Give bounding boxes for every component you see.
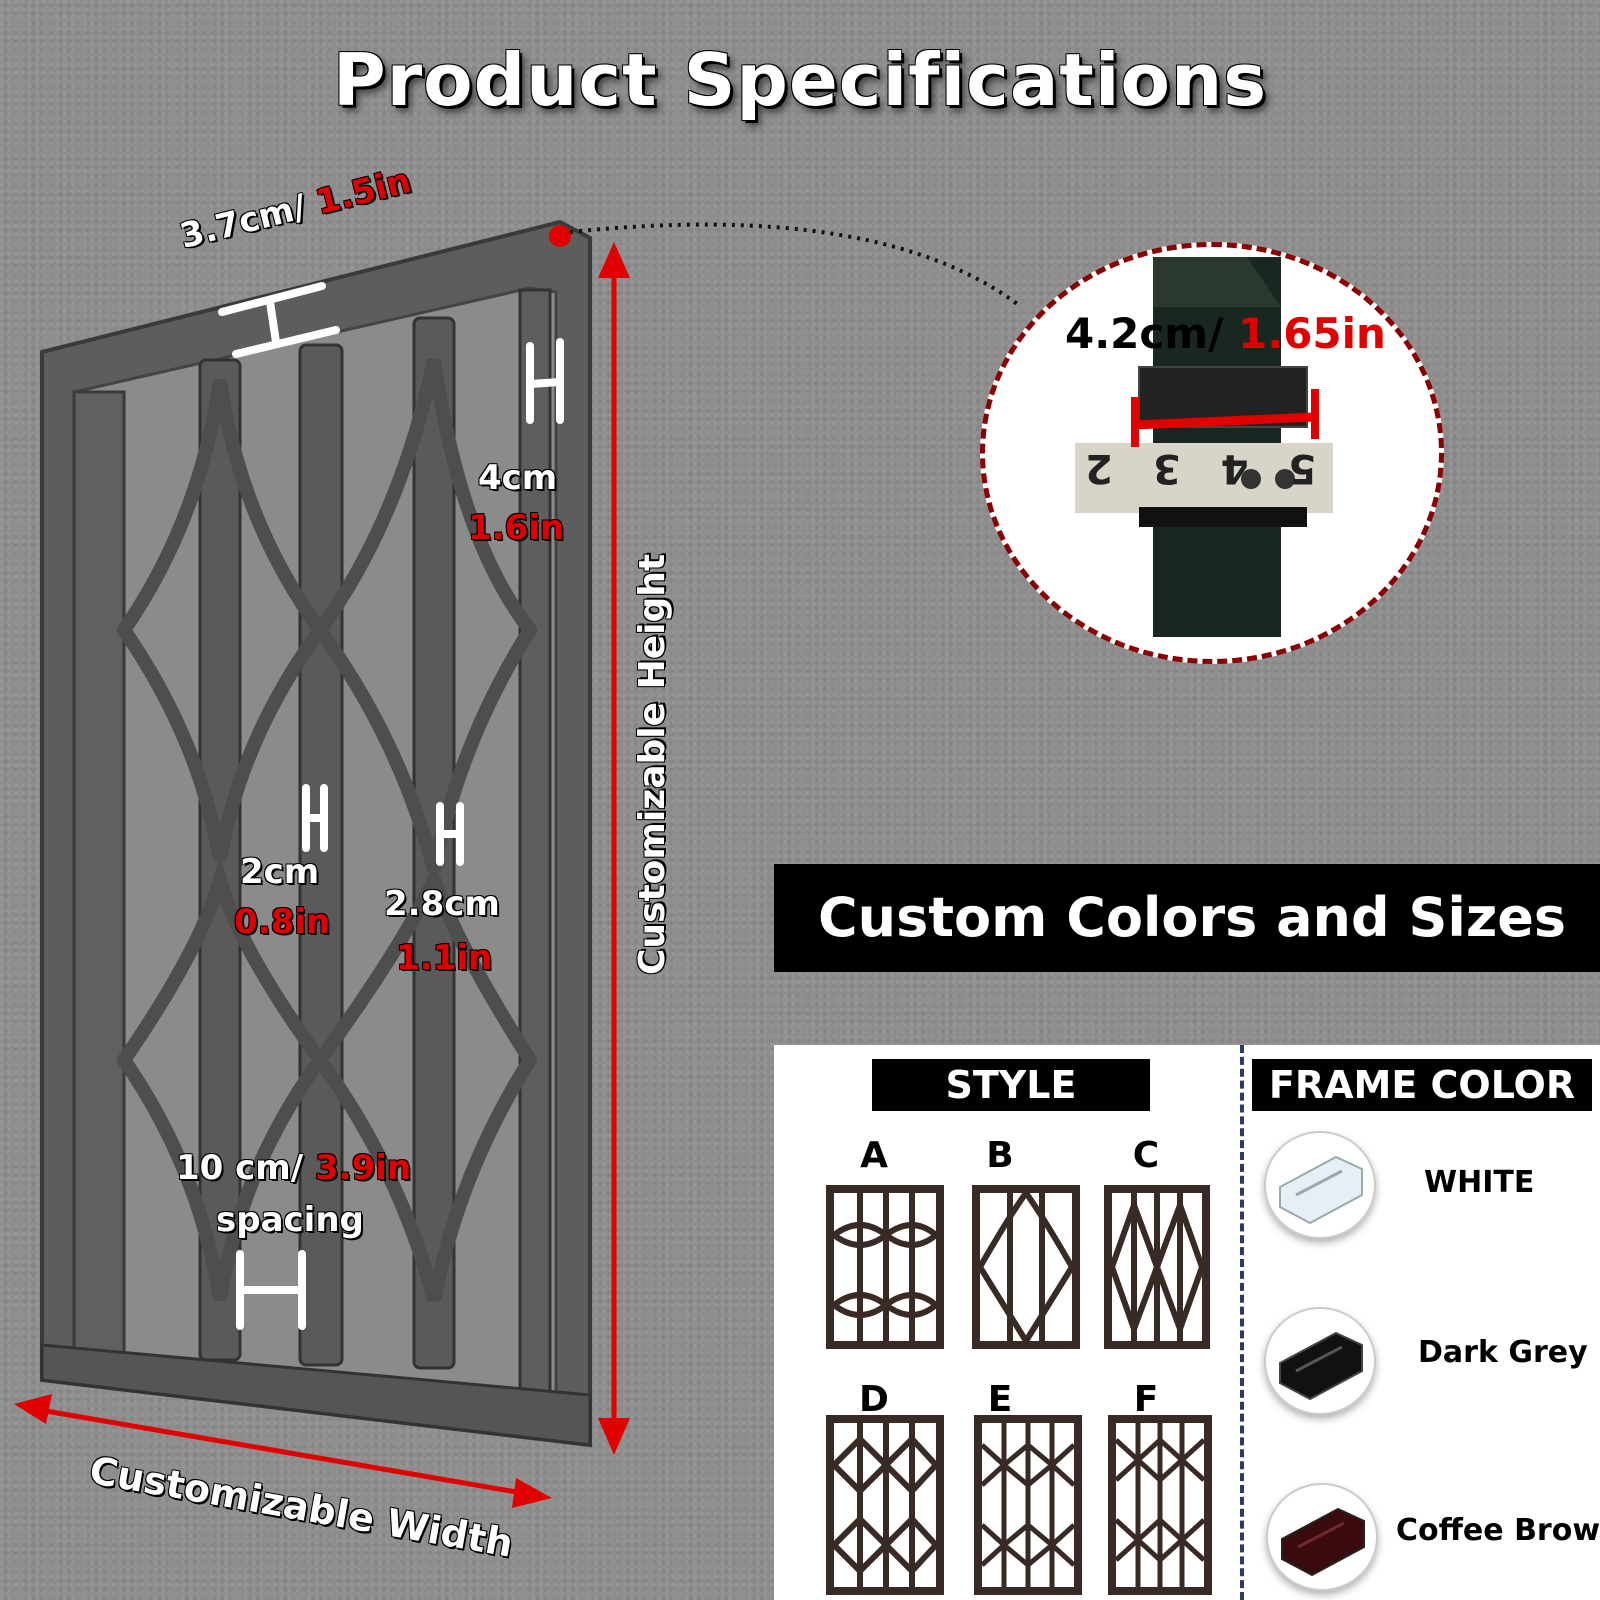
zoom-profile-graphic (1075, 257, 1333, 637)
options-panel: STYLE A B C D E F (774, 1045, 1600, 1600)
style-thumb-b (972, 1185, 1080, 1349)
spacing-word: spacing (216, 1200, 364, 1240)
panel-divider (1240, 1045, 1244, 1600)
zoom-dimension: 4.2cm/ 1.65in (1065, 309, 1386, 358)
side-frame-cm: 4cm (478, 458, 558, 498)
coffee-brown-profile-icon (1281, 1507, 1365, 1577)
customizable-height-label: Customizable Height (632, 553, 673, 975)
page-title: Product Specifications (332, 38, 1268, 122)
style-letter-a: A (860, 1135, 888, 1176)
style-letter-f: F (1133, 1379, 1159, 1420)
dark-grey-swatch (1264, 1307, 1376, 1415)
style-letter-e: E (987, 1379, 1013, 1420)
frame-color-header: FRAME COLOR (1252, 1059, 1592, 1111)
spacing-dimension: 10 cm/ 3.9in (176, 1148, 412, 1188)
style-thumb-c (1104, 1185, 1210, 1349)
coffee-brown-swatch (1266, 1483, 1378, 1591)
bar2-width-cm: 2.8cm (384, 884, 500, 924)
dark-grey-profile-icon (1279, 1331, 1363, 1401)
bar2-width-in: 1.1in (396, 938, 493, 978)
side-frame-in: 1.6in (468, 508, 565, 548)
style-letter-b: B (986, 1135, 1014, 1176)
style-letter-c: C (1132, 1135, 1160, 1176)
bar-width-cm: 2cm (240, 852, 320, 892)
color-name-dark-grey: Dark Grey (1418, 1335, 1588, 1370)
white-swatch (1264, 1131, 1376, 1239)
tape-measure-numbers: 5 4 3 2 (1085, 445, 1317, 491)
zoom-detail-circle: 5 4 3 2 4.2cm/ 1.65in (980, 242, 1444, 664)
custom-colors-banner: Custom Colors and Sizes (774, 864, 1600, 972)
style-letter-d: D (859, 1379, 889, 1420)
color-name-coffee-brown: Coffee Brown (1396, 1513, 1600, 1548)
style-thumb-d (826, 1415, 944, 1595)
white-profile-icon (1279, 1155, 1363, 1225)
style-thumbnails (774, 1045, 1240, 1600)
style-thumb-a (826, 1185, 944, 1349)
style-thumb-f (1108, 1415, 1212, 1595)
style-header: STYLE (872, 1059, 1150, 1111)
color-name-white: WHITE (1424, 1165, 1535, 1200)
style-thumb-e (974, 1415, 1082, 1595)
bar-width-in: 0.8in (234, 902, 331, 942)
